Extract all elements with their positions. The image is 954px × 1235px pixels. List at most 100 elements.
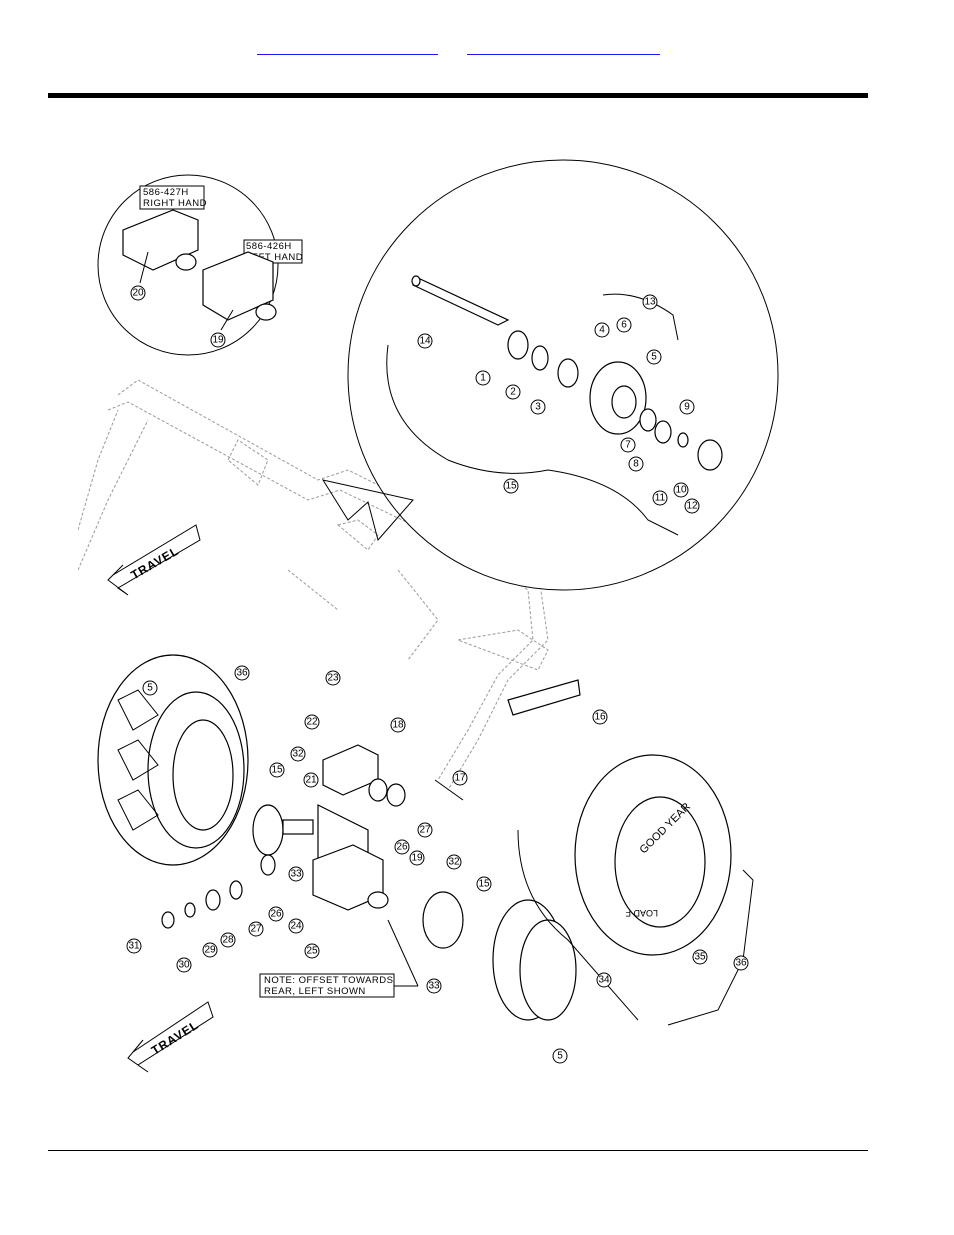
callout: 26 [269,907,283,921]
svg-text:13: 13 [644,297,656,308]
svg-text:15: 15 [505,481,517,492]
bracket-detail: 586-427H RIGHT HAND 586-426H LEFT HAND [98,175,303,355]
svg-text:22: 22 [306,717,318,728]
nav-link-2[interactable] [467,46,660,55]
svg-text:19: 19 [411,853,423,864]
svg-text:29: 29 [204,945,216,956]
svg-text:5: 5 [557,1051,563,1062]
callout: 25 [305,944,319,958]
svg-text:27: 27 [250,924,262,935]
callout: 8 [629,457,643,471]
callout: 36 [734,956,748,970]
header-rule [48,93,868,98]
svg-text:5: 5 [147,683,153,694]
nav-link-1[interactable] [257,46,438,55]
svg-text:23: 23 [327,673,339,684]
offset-note: NOTE: OFFSET TOWARDS REAR, LEFT SHOWN [260,920,418,997]
callout: 33 [427,979,441,993]
center-bracket [313,680,580,910]
svg-text:36: 36 [236,668,248,679]
callout: 20 [131,286,145,300]
callout: 1 [476,371,490,385]
svg-text:16: 16 [594,712,606,723]
svg-text:30: 30 [178,960,190,971]
callout: 33 [289,867,303,881]
callout: 19 [211,333,225,347]
svg-text:33: 33 [290,869,302,880]
svg-text:6: 6 [621,320,627,331]
callout: 22 [305,715,319,729]
svg-text:7: 7 [625,440,631,451]
hub-detail [323,160,778,590]
callout: 29 [203,943,217,957]
svg-text:2: 2 [510,387,516,398]
svg-text:1: 1 [480,373,486,384]
callout: 19 [410,851,424,865]
callout: 31 [127,939,141,953]
callout: 26 [395,840,409,854]
callout: 36 [235,666,249,680]
svg-text:LOAD F: LOAD F [625,908,658,918]
svg-text:26: 26 [396,842,408,853]
parts-diagram: 586-427H RIGHT HAND 586-426H LEFT HAND [78,140,800,1077]
callout: 30 [177,958,191,972]
callout: 34 [597,973,611,987]
callout: 3 [531,400,545,414]
callout: 35 [693,950,707,964]
svg-text:20: 20 [132,288,144,299]
callout: 15 [270,763,284,777]
svg-text:34: 34 [598,975,610,986]
svg-text:10: 10 [675,485,687,496]
callout: 21 [304,773,318,787]
svg-text:17: 17 [454,773,466,784]
svg-text:586-426H: 586-426H [246,241,292,252]
svg-text:33: 33 [428,981,440,992]
travel-arrow-lower: TRAVEL [128,1002,213,1072]
svg-text:25: 25 [306,946,318,957]
svg-text:26: 26 [270,909,282,920]
callout: 7 [621,438,635,452]
callout: 27 [418,823,432,837]
svg-text:27: 27 [419,825,431,836]
callout: 14 [418,334,432,348]
svg-text:18: 18 [392,720,404,731]
callout: 28 [221,933,235,947]
callout: 5 [647,350,661,364]
callout: 15 [504,479,518,493]
right-wheel-assembly: GOOD YEAR LOAD F [423,755,753,1025]
svg-text:36: 36 [735,958,747,969]
svg-text:8: 8 [633,459,639,470]
svg-text:32: 32 [292,749,304,760]
callout: 2 [506,385,520,399]
callout: 16 [593,710,607,724]
svg-text:REAR, LEFT SHOWN: REAR, LEFT SHOWN [264,986,366,997]
callout: 6 [617,318,631,332]
callout: 9 [680,400,694,414]
callout: 18 [391,718,405,732]
callout: 11 [653,491,667,505]
svg-text:586-427H: 586-427H [143,187,189,198]
svg-text:4: 4 [599,325,605,336]
svg-text:RIGHT HAND: RIGHT HAND [143,198,207,209]
svg-text:11: 11 [655,493,666,504]
travel-arrow-upper: TRAVEL [108,525,200,595]
callout: 5 [143,681,157,695]
svg-text:21: 21 [305,775,317,786]
svg-text:9: 9 [684,402,690,413]
callout: 32 [291,747,305,761]
callout: 24 [289,919,303,933]
left-wheel-assembly [98,655,313,928]
svg-text:28: 28 [222,935,234,946]
svg-text:35: 35 [694,952,706,963]
callout: 27 [249,922,263,936]
callout: 32 [447,855,461,869]
callout: 13 [643,295,657,309]
svg-text:5: 5 [651,352,657,363]
svg-text:15: 15 [271,765,283,776]
callout: 23 [326,671,340,685]
svg-text:31: 31 [128,941,140,952]
callout: 4 [595,323,609,337]
svg-text:NOTE: OFFSET TOWARDS: NOTE: OFFSET TOWARDS [264,975,393,986]
svg-text:14: 14 [419,336,431,347]
footer-rule [48,1150,868,1151]
